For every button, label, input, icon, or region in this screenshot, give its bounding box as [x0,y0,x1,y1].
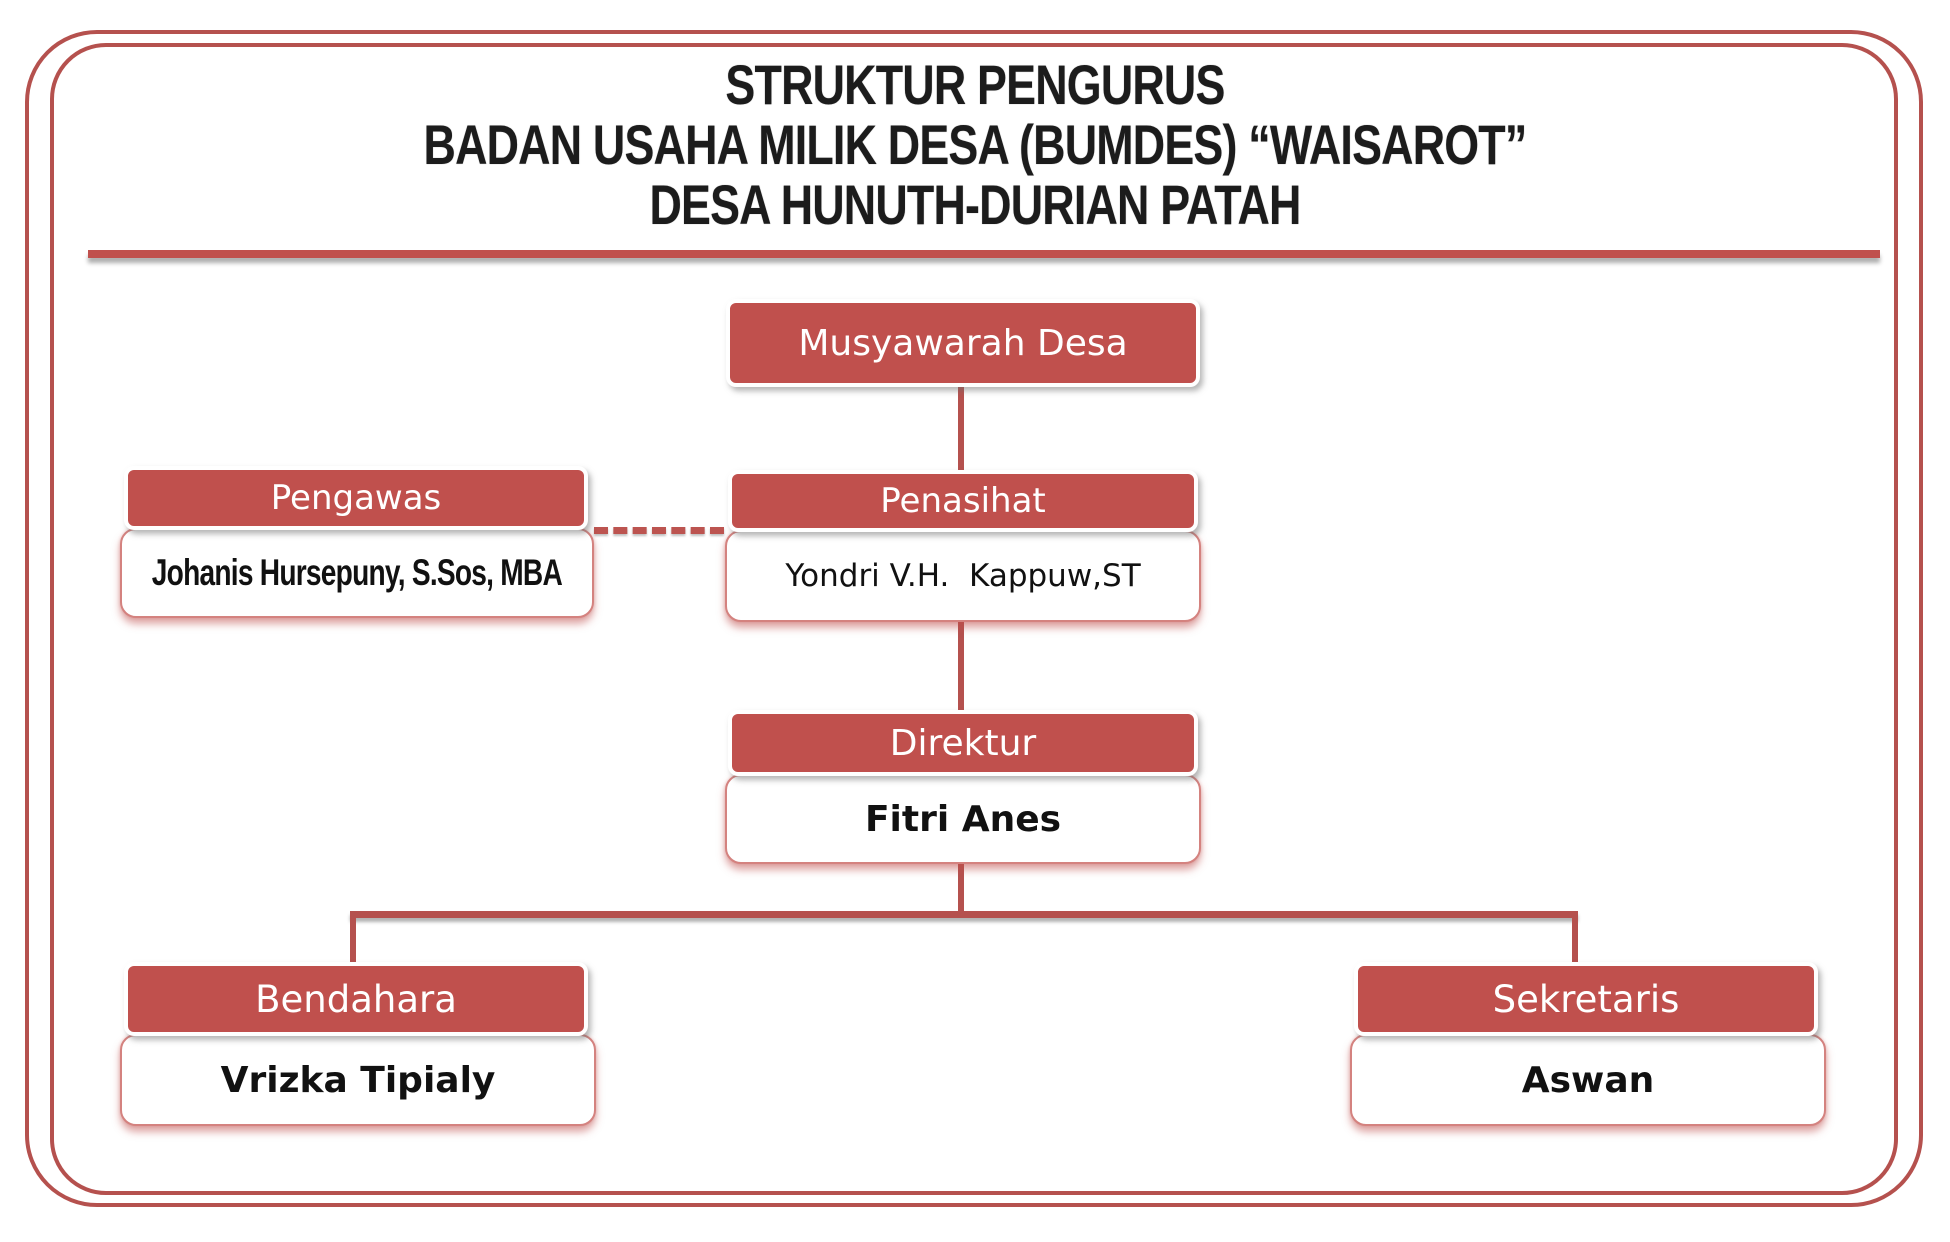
node-sekretaris-name-box: Aswan [1350,1034,1826,1126]
node-penasihat-header: Penasihat [728,470,1198,532]
node-penasihat-name-box: Yondri V.H. Kappuw,ST [725,530,1201,622]
node-direktur-name-box: Fitri Anes [725,774,1201,864]
node-bendahara-header: Bendahara [124,962,588,1036]
connector-branch-sekretaris [1572,911,1578,965]
title-line-3: DESA HUNUTH-DURIAN PATAH [649,173,1301,236]
node-direktur-header: Direktur [728,710,1198,776]
connector-branch-bendahara [350,911,356,965]
node-bendahara-name: Vrizka Tipialy [220,1059,496,1101]
node-pengawas-label: Pengawas [270,478,442,518]
inner-frame-border [50,43,1898,1195]
page-title: STRUKTUR PENGURUS BADAN USAHA MILIK DESA… [0,55,1950,235]
title-line-1: STRUKTUR PENGURUS [725,53,1225,116]
node-penasihat-name: Yondri V.H. Kappuw,ST [785,558,1141,594]
node-bendahara-label: Bendahara [255,977,457,1021]
node-direktur-name: Fitri Anes [864,798,1062,840]
connector-dashed-pengawas-penasihat [594,527,724,534]
node-penasihat-label: Penasihat [880,481,1046,521]
node-pengawas-name-box: Johanis Hursepuny, S.Sos, MBA [120,528,594,618]
connector-musyawarah-penasihat [958,378,964,474]
node-sekretaris-header: Sekretaris [1354,962,1818,1036]
node-direktur-label: Direktur [889,722,1037,764]
connector-direktur-branch [958,856,964,916]
node-bendahara-name-box: Vrizka Tipialy [120,1034,596,1126]
node-musyawarah-label: Musyawarah Desa [798,322,1128,364]
node-musyawarah-desa: Musyawarah Desa [726,299,1200,387]
node-sekretaris-label: Sekretaris [1492,977,1680,1021]
node-pengawas-header: Pengawas [124,466,588,530]
outer-frame-border [25,30,1923,1207]
title-line-2: BADAN USAHA MILIK DESA (BUMDES) “WAISARO… [423,113,1528,176]
node-sekretaris-name: Aswan [1521,1059,1655,1101]
connector-branch-horizontal [350,911,1578,918]
node-pengawas-name: Johanis Hursepuny, S.Sos, MBA [151,552,563,593]
connector-penasihat-direktur [958,615,964,715]
title-divider-rule [88,250,1880,258]
